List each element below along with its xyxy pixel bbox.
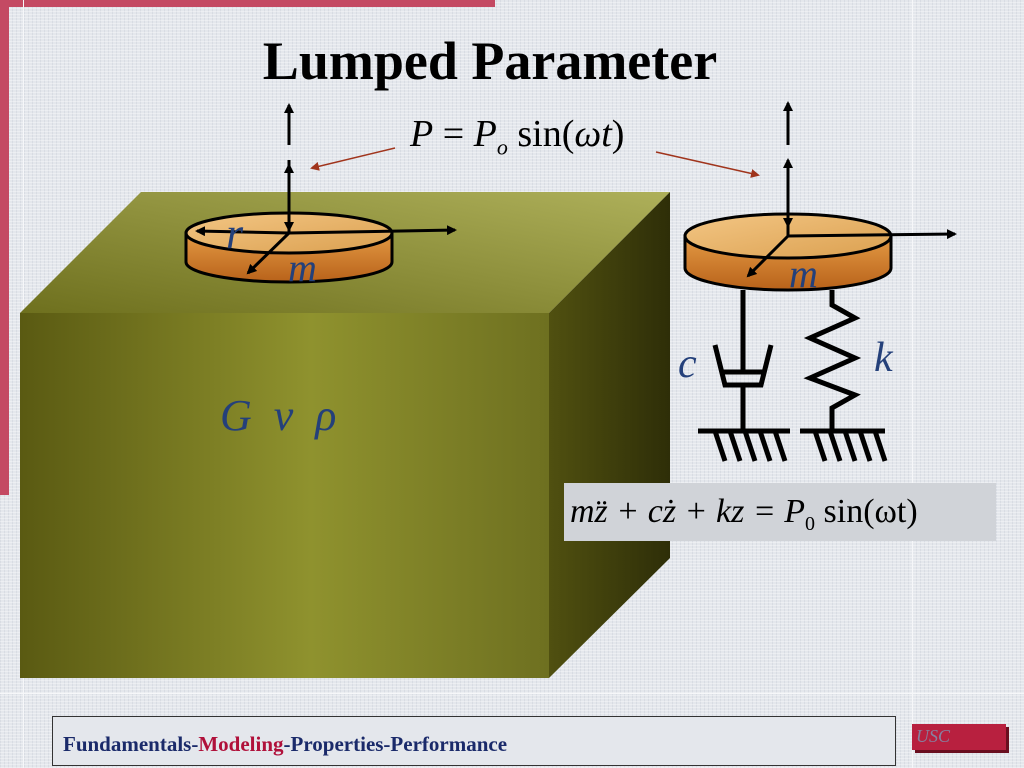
soil-block — [20, 192, 670, 678]
radius-label: r — [226, 209, 244, 258]
right-axes — [746, 101, 957, 278]
force-symbol: P — [410, 113, 434, 155]
omega-t: ωt — [574, 113, 612, 155]
left-accent-bar — [0, 0, 9, 495]
slide-title: Lumped Parameter — [262, 31, 718, 91]
footer-part-1: Fundamentals- — [63, 732, 199, 756]
close-paren: ) — [611, 113, 625, 155]
sin-function: sin( — [507, 113, 575, 155]
footer-part-2: Modeling — [198, 732, 284, 756]
damper-label: c — [678, 341, 697, 387]
right-mass-disk — [683, 212, 893, 292]
pointer-arrow-right — [655, 151, 760, 178]
logo-text: USC — [916, 726, 951, 746]
grid-line — [912, 0, 913, 768]
ground-supports — [698, 428, 888, 462]
equation-of-motion: mz̈ + cż + kz = P0 sin(ωt) — [564, 483, 996, 541]
amplitude-symbol: P — [473, 113, 497, 155]
pointer-arrow-left — [310, 147, 396, 171]
spring-label: k — [874, 335, 893, 381]
soil-properties-label: G v ρ — [220, 391, 337, 440]
left-axes — [195, 103, 457, 275]
mass-label-left: m — [288, 245, 317, 290]
grid-line — [0, 693, 1024, 694]
force-equation: P = Po sin(ωt) — [410, 112, 624, 161]
soil-front-face — [20, 313, 549, 678]
spring — [803, 290, 862, 430]
equation-of-motion-tail: sin(ωt) — [815, 493, 918, 530]
usc-logo: USC — [912, 724, 1006, 750]
top-accent-bar — [0, 0, 495, 7]
footer-part-3: -Properties-Performance — [283, 732, 508, 756]
soil-side-face — [549, 192, 670, 678]
damper — [712, 290, 774, 430]
mass-label-right: m — [789, 251, 818, 296]
footer-banner: Fundamentals-Modeling-Properties-Perform… — [52, 716, 896, 766]
amplitude-subscript: o — [496, 134, 508, 160]
equals-sign: = — [433, 113, 474, 155]
equation-of-motion-main: mz̈ + cż + kz = P — [570, 493, 806, 530]
equation-of-motion-subscript: 0 — [805, 512, 816, 535]
footer-text: Fundamentals-Modeling-Properties-Perform… — [63, 732, 507, 757]
